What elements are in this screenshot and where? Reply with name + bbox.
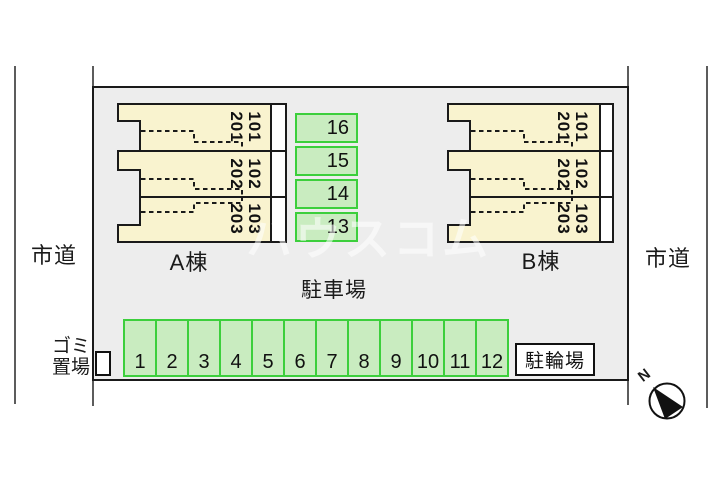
building-b-unit-1-label: 101 201	[553, 101, 591, 153]
building-b-entry-path-3	[471, 198, 573, 213]
road-label-left: 市道	[30, 243, 77, 268]
parking-space-10: 10	[411, 319, 445, 377]
parking-column: 16 15 14 13	[295, 113, 358, 242]
room-number: 101	[245, 111, 264, 143]
room-number: 203	[554, 203, 573, 235]
parking-space-2: 2	[155, 319, 189, 377]
parking-space-14: 14	[295, 179, 358, 209]
building-a-unit-3-label: 103 203	[226, 193, 264, 245]
building-b-entry-path-1	[471, 130, 573, 149]
room-number: 203	[227, 203, 246, 235]
parking-space-1: 1	[123, 319, 157, 377]
building-b-unit-3-label: 103 203	[553, 193, 591, 245]
garbage-area-label-line2: 置場	[51, 357, 90, 378]
parking-space-7: 7	[315, 319, 349, 377]
parking-space-15: 15	[295, 146, 358, 176]
building-b-entry-path-2	[471, 178, 573, 196]
building-a-entry-path-3	[141, 198, 243, 213]
garbage-area-label-line1: ゴミ	[51, 336, 90, 357]
building-b-corridor	[599, 103, 614, 243]
building-b-name: B棟	[521, 249, 561, 274]
parking-space-5: 5	[251, 319, 285, 377]
building-a-corridor	[270, 103, 287, 243]
room-number: 101	[572, 111, 591, 143]
parking-space-3: 3	[187, 319, 221, 377]
parking-space-11: 11	[443, 319, 477, 377]
road-label-right: 市道	[644, 246, 691, 271]
room-number: 201	[554, 111, 573, 143]
parking-space-8: 8	[347, 319, 381, 377]
parking-space-16: 16	[295, 113, 358, 143]
building-a-unit-1-label: 101 201	[226, 101, 264, 153]
bicycle-parking-label: 駐輪場	[515, 343, 595, 376]
parking-row: 1 2 3 4 5 6 7 8 9 10 11 12	[123, 319, 509, 377]
room-number: 103	[245, 203, 264, 235]
parking-space-6: 6	[283, 319, 317, 377]
parking-space-9: 9	[379, 319, 413, 377]
garbage-box	[95, 351, 111, 376]
garbage-area-label: ゴミ 置場	[24, 336, 90, 378]
parking-space-13: 13	[295, 212, 358, 242]
building-a-entry-path-1	[141, 130, 243, 149]
parking-lot-label: 駐車場	[301, 279, 367, 302]
building-a-name: A棟	[169, 250, 209, 275]
room-number: 201	[227, 111, 246, 143]
parking-space-4: 4	[219, 319, 253, 377]
building-a-entry-path-2	[141, 178, 243, 196]
north-compass-needle-icon	[653, 387, 683, 419]
room-number: 103	[572, 203, 591, 235]
parking-space-12: 12	[475, 319, 509, 377]
